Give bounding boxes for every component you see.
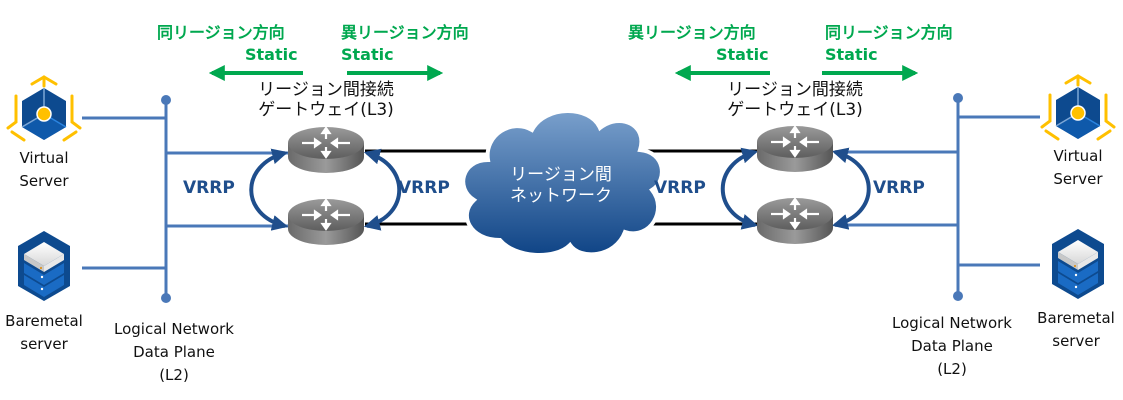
right-l2-caption: Logical Network Data Plane (L2) [878,312,1026,381]
left-l2-end-top [161,95,171,105]
cloud-label-line1: リージョン間 [510,165,612,185]
left-vrrp-arc-inner [363,148,402,231]
right-l2-line3: (L2) [937,360,967,378]
left-vrrp-arc-outer [249,148,289,231]
left-virtual-server-icon [6,75,82,142]
left-static-same-label: Static [245,45,298,64]
cloud-label-line2: ネットワーク [510,186,612,206]
right-baremetal-caption: Baremetal server [1030,307,1122,353]
left-baremetal-server-icon [18,231,70,301]
left-l2-caption: Logical Network Data Plane (L2) [100,318,248,387]
right-virtual-server-icon [1040,74,1116,141]
left-router-primary [286,125,366,175]
left-virtual-server-line2: Server [19,172,69,190]
right-baremetal-server-icon [1052,229,1104,299]
right-router-secondary [755,196,835,246]
right-gateway-title: リージョン間接続 ゲートウェイ(L3) [715,80,875,120]
right-router-primary [755,124,835,174]
cloud-label: リージョン間 ネットワーク [496,165,626,207]
right-vrrp-label-inner: VRRP [654,178,706,198]
left-vrrp-label-outer: VRRP [183,178,235,198]
left-static-same-direction: 同リージョン方向 [157,23,285,42]
left-baremetal-line2: server [20,335,68,353]
left-static-other-label: Static [341,45,394,64]
right-vrrp-arc-outer [831,147,871,230]
left-l2-line3: (L2) [159,366,189,384]
left-l2-line1: Logical Network [114,320,234,338]
left-baremetal-line1: Baremetal [5,312,83,330]
right-static-other-label: Static [716,45,769,64]
right-vrrp-label-outer: VRRP [873,178,925,198]
right-l2-line2: Data Plane [911,337,993,355]
left-virtual-server-line1: Virtual [19,149,69,167]
right-gateway-line2: ゲートウェイ(L3) [727,100,863,120]
right-l2-end-top [953,93,963,103]
left-gateway-line2: ゲートウェイ(L3) [258,100,394,120]
left-gateway-title: リージョン間接続 ゲートウェイ(L3) [246,80,406,120]
right-l2-line1: Logical Network [892,314,1012,332]
left-router-secondary [286,197,366,247]
right-l2-network [835,98,1040,296]
right-gateway-line1: リージョン間接続 [727,80,863,100]
right-baremetal-line2: server [1052,332,1100,350]
right-baremetal-line1: Baremetal [1037,309,1115,327]
right-virtual-server-caption: Virtual Server [1034,145,1122,191]
right-l2-end-bottom [953,291,963,301]
left-vrrp-label-inner: VRRP [398,178,450,198]
left-baremetal-caption: Baremetal server [0,310,88,356]
right-virtual-server-line1: Virtual [1053,147,1103,165]
right-static-same-direction: 同リージョン方向 [825,23,953,42]
right-vrrp-arc-inner [720,147,759,230]
left-gateway-line1: リージョン間接続 [258,80,394,100]
left-l2-network [82,100,290,298]
left-l2-line2: Data Plane [133,343,215,361]
left-virtual-server-caption: Virtual Server [0,147,88,193]
left-l2-end-bottom [161,293,171,303]
right-static-other-direction: 異リージョン方向 [628,23,756,42]
right-virtual-server-line2: Server [1053,170,1103,188]
left-static-other-direction: 異リージョン方向 [341,23,469,42]
right-static-same-label: Static [825,45,878,64]
cloud-icon [461,109,664,257]
